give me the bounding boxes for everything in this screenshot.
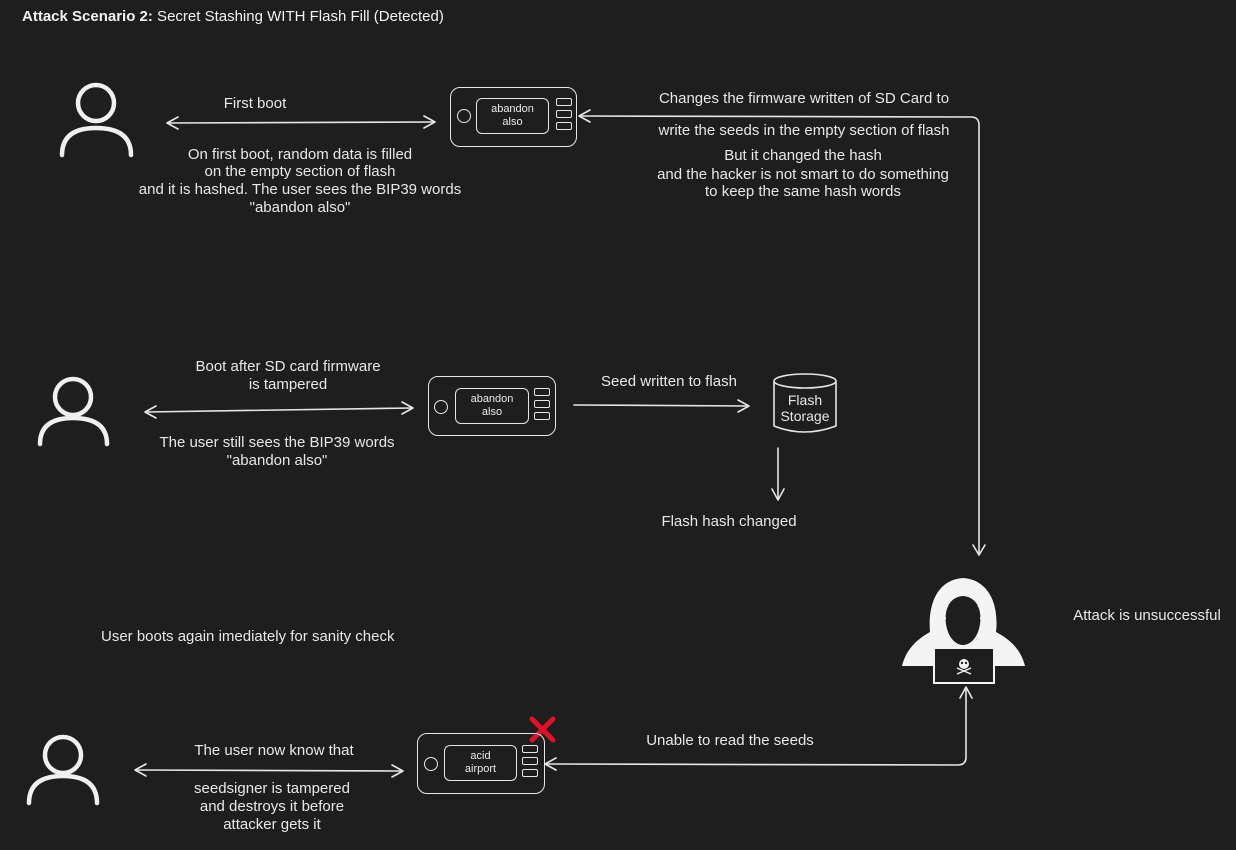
hash-changed-arrow (771, 447, 785, 501)
unable-read-label: Unable to read the seeds (646, 732, 814, 749)
first-boot-arrow (166, 115, 436, 130)
skull-icon (956, 659, 972, 675)
attacker-note-line-1: Changes the firmware written of SD Card … (658, 90, 950, 107)
user-icon (26, 734, 100, 806)
device-button (522, 769, 538, 777)
attacker-firmware-arrow (578, 109, 986, 556)
camera-lens-icon (457, 109, 471, 123)
first-boot-label: First boot (223, 95, 287, 112)
seed-written-arrow (573, 399, 750, 413)
sanity-check-label: User boots again imediately for sanity c… (101, 628, 395, 645)
attack-result-label: Attack is unsuccessful (1073, 607, 1221, 624)
device-button (556, 122, 572, 130)
reboot-label: The user now know that (194, 742, 354, 759)
database-icon (773, 373, 837, 433)
reboot-arrow (134, 763, 404, 778)
reboot-description: seedsigner is tampered and destroys it b… (194, 780, 350, 833)
first-boot-description: On first boot, random data is filled on … (138, 146, 462, 216)
device-button (534, 388, 550, 396)
user-icon (59, 82, 134, 158)
attacker-note-line-2: write the seeds in the empty section of … (658, 122, 950, 139)
device-button (556, 110, 572, 118)
tampered-boot-description: The user still sees the BIP39 words "aba… (159, 434, 395, 469)
diagram-title: Attack Scenario 2: Secret Stashing WITH … (22, 8, 444, 25)
user-icon (37, 376, 110, 447)
device-button (522, 745, 538, 753)
title-prefix: Attack Scenario 2: (22, 8, 153, 25)
camera-lens-icon (434, 400, 448, 414)
device-button (522, 757, 538, 765)
device-button (556, 98, 572, 106)
device-button (534, 400, 550, 408)
unable-read-arrow (544, 686, 973, 771)
title-text: Secret Stashing WITH Flash Fill (Detecte… (152, 8, 444, 25)
storage-label: Flash Storage (780, 392, 830, 424)
seed-written-label: Seed written to flash (601, 373, 737, 390)
device-button (534, 412, 550, 420)
tampered-boot-arrow (144, 401, 414, 419)
hash-changed-label: Flash hash changed (661, 513, 797, 530)
tampered-boot-label: Boot after SD card firmware is tampered (195, 358, 381, 393)
hacker-icon (902, 578, 1025, 684)
camera-lens-icon (424, 757, 438, 771)
attacker-note-rest: But it changed the hash and the hacker i… (657, 147, 949, 200)
